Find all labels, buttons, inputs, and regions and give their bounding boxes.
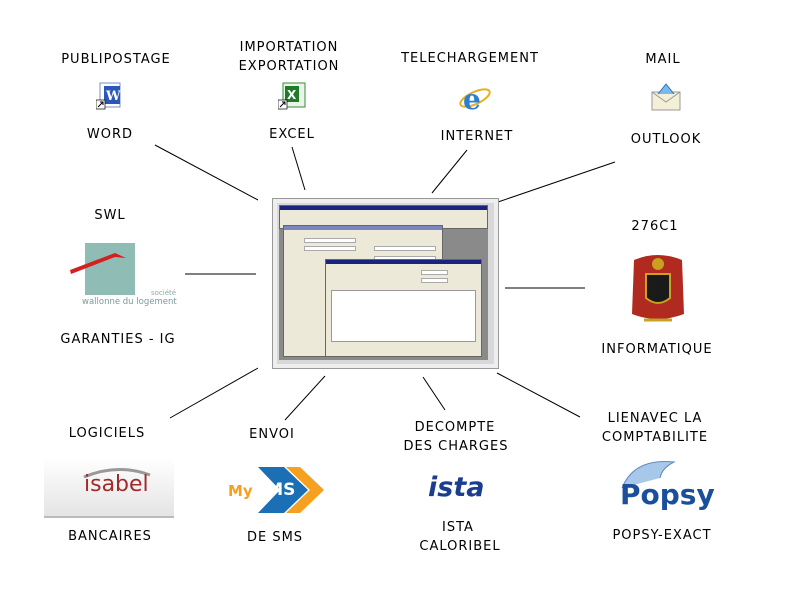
svg-text:X: X	[287, 88, 297, 102]
connector-word	[154, 144, 259, 201]
svg-text:W: W	[105, 89, 121, 104]
connector-internet	[431, 149, 468, 194]
internet-explorer-icon: e	[458, 82, 492, 116]
svg-text:e: e	[463, 83, 481, 114]
label-importation: IMPORTATION	[239, 40, 339, 55]
label-lienavec-la: LIENAVEC LA	[607, 411, 703, 426]
connector-excel	[291, 146, 306, 191]
belgian-crest-icon	[624, 252, 692, 328]
label-ista: ISTA	[442, 520, 474, 535]
label-telechargement: TELECHARGEMENT	[401, 51, 539, 66]
label-internet: INTERNET	[440, 129, 514, 144]
label-swl: SWL	[94, 208, 126, 223]
label-word: WORD	[86, 127, 134, 142]
label-logiciels: LOGICIELS	[68, 426, 146, 441]
connector-outlook	[497, 161, 616, 203]
label-publipostage: PUBLIPOSTAGE	[61, 52, 171, 67]
connector-popsy	[496, 372, 581, 418]
connector-isabel	[169, 367, 259, 419]
label-mail: MAIL	[645, 52, 681, 67]
connector-ista	[422, 376, 446, 411]
label-caloribel: CALORIBEL	[419, 539, 501, 554]
connector-sms	[284, 375, 326, 421]
outlook-mail-icon	[650, 82, 682, 112]
label-decompte: DECOMPTE	[414, 420, 496, 435]
label-envoi: ENVOI	[249, 427, 295, 442]
label-des-charges: DES CHARGES	[403, 439, 509, 454]
label-informatique: INFORMATIQUE	[601, 342, 713, 357]
label-popsy-exact: POPSY-EXACT	[612, 528, 712, 543]
label-276c1: 276C1	[631, 219, 679, 234]
label-de-sms: DE SMS	[246, 530, 304, 545]
popsy-logo: Popsy	[604, 458, 715, 516]
label-exportation: EXPORTATION	[238, 59, 340, 74]
application-screenshot	[272, 198, 499, 369]
isabel-logo: isabel	[44, 458, 174, 518]
label-comptabilite: COMPTABILITE	[601, 430, 709, 445]
mysms-logo: My SMS	[228, 465, 326, 515]
label-excel: EXCEL	[269, 127, 315, 142]
swl-logo: société wallonne du logement	[68, 240, 177, 318]
word-icon: W	[95, 82, 122, 110]
label-garanties-ig: GARANTIES - IG	[60, 332, 176, 347]
label-bancaires: BANCAIRES	[68, 529, 152, 544]
ista-logo: ista	[428, 472, 485, 503]
excel-icon: X	[277, 82, 306, 110]
label-outlook: OUTLOOK	[630, 132, 702, 147]
